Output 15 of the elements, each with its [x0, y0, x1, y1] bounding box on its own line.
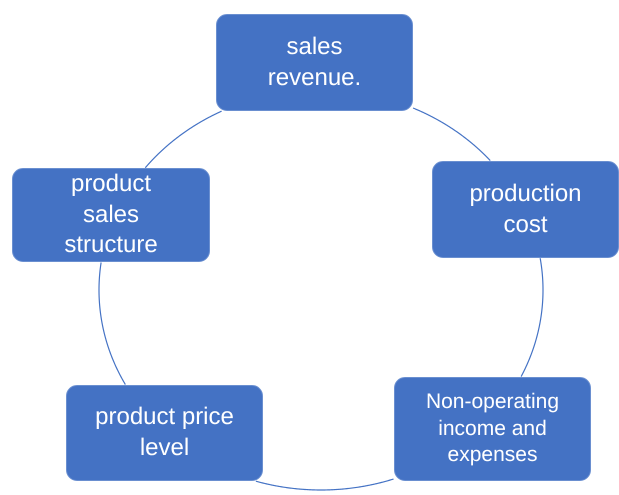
box-label: sales revenue. [266, 32, 362, 92]
connector-arc [98, 262, 126, 385]
box-label: product sales structure [63, 168, 159, 260]
process-box [394, 377, 591, 481]
process-box [12, 168, 210, 262]
process-box [432, 161, 619, 258]
connector-arc [412, 107, 491, 161]
process-box [66, 385, 263, 481]
connector-arc [144, 110, 222, 168]
process-box [216, 14, 413, 111]
box-label: product price level [94, 402, 235, 463]
connector-arc [256, 478, 394, 491]
connector-arc [520, 258, 544, 377]
box-label: production cost [468, 178, 583, 240]
box-label: Non-operating income and expenses [424, 388, 560, 468]
